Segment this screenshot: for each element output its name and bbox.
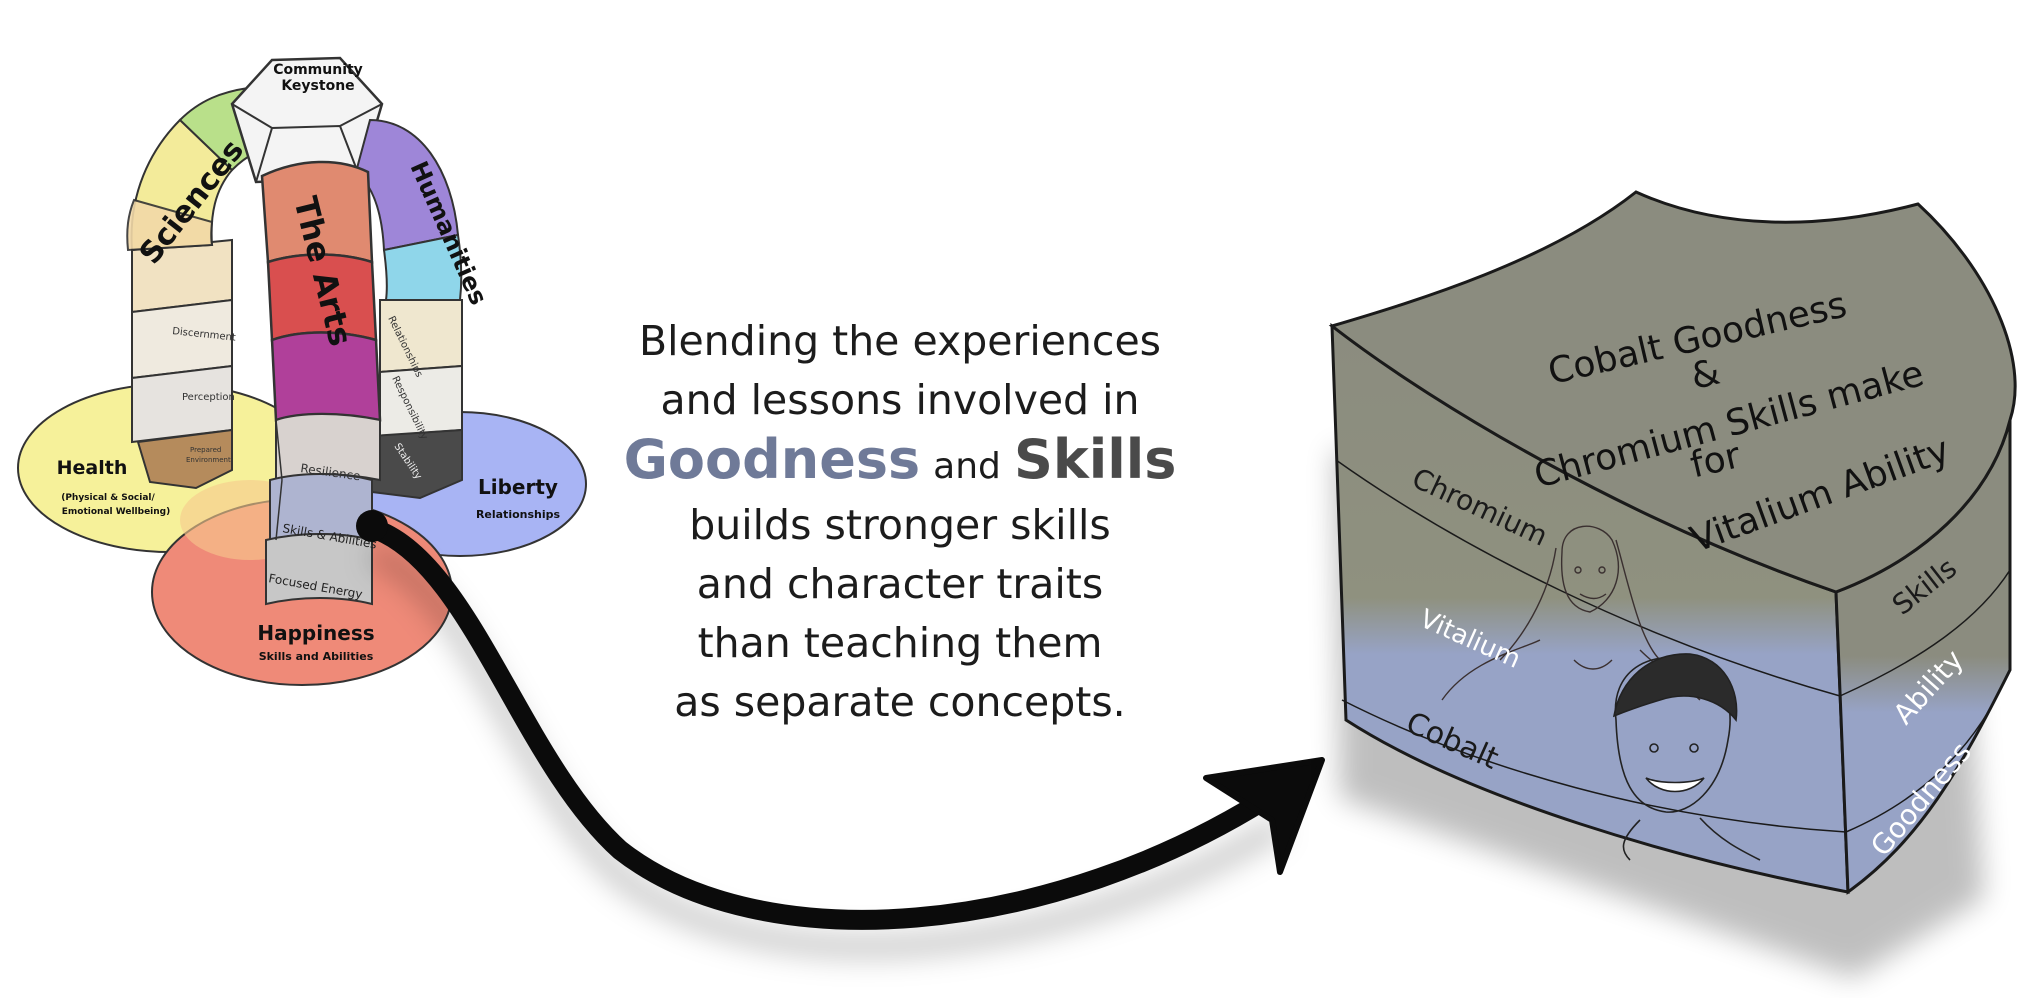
message-line-7: as separate concepts.: [674, 678, 1126, 726]
message-line-5: and character traits: [696, 560, 1104, 608]
arch-diagram: Community Keystone Sciences The Arts Hum…: [17, 56, 587, 686]
and-word: and: [933, 446, 1001, 487]
health-title: Health: [57, 457, 128, 479]
boy-portrait: [1612, 653, 1761, 861]
environment-label: Environment: [186, 456, 231, 464]
health-subtitle-1: (Physical & Social/: [61, 493, 155, 503]
liberty-title: Liberty: [478, 475, 558, 499]
skills-word: Skills: [1013, 428, 1177, 491]
liberty-subtitle: Relationships: [476, 508, 561, 521]
center-message: Blending the experiences and lessons inv…: [560, 312, 1240, 732]
happiness-subtitle: Skills and Abilities: [259, 650, 374, 663]
shield-diagram: Cobalt Goodness & Chromium Skills make f…: [1328, 190, 2017, 978]
prepared-label: Prepared: [190, 446, 221, 454]
health-subtitle-2: Emotional Wellbeing): [62, 507, 170, 517]
curved-arrow: [356, 510, 1325, 958]
message-line-3: Goodness and Skills: [560, 430, 1240, 496]
message-line-4: builds stronger skills: [689, 501, 1111, 549]
message-line-6: than teaching them: [697, 619, 1103, 667]
keystone-label-1: Community: [273, 62, 363, 78]
message-line-2: and lessons involved in: [660, 376, 1140, 424]
perception-label: Perception: [182, 392, 235, 403]
shield-top-face: [1328, 190, 2017, 594]
happiness-title: Happiness: [257, 621, 374, 645]
goodness-word: Goodness: [623, 428, 921, 491]
keystone-label-2: Keystone: [281, 78, 354, 94]
message-line-1: Blending the experiences: [638, 317, 1162, 365]
